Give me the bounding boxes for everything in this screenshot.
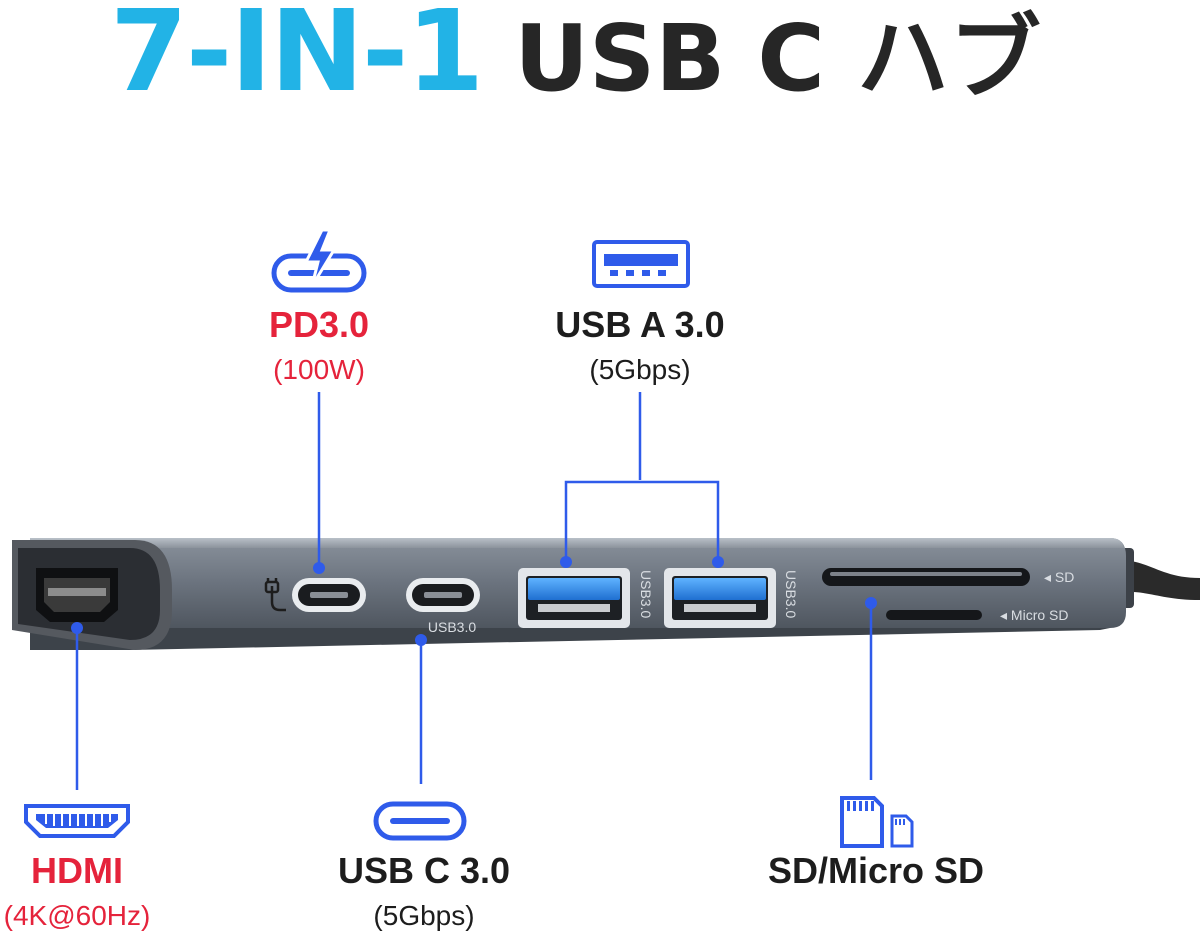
microsd-slot-printed-label: ◂ Micro SD [1000, 607, 1068, 623]
hdmi-label: HDMI (4K@60Hz) [4, 850, 151, 936]
power-plug-icon [264, 578, 286, 612]
sd-slot-printed-label: ◂ SD [1044, 569, 1074, 585]
usb-c-icon [373, 801, 467, 841]
sd-name: SD/Micro SD [767, 850, 985, 891]
usba-port-1 [518, 568, 630, 628]
usbc-leader-dot [415, 634, 427, 646]
usbc-port-printed-label: USB3.0 [428, 619, 476, 635]
usba-port-2 [664, 568, 776, 628]
usba-leader-line-branch [564, 480, 720, 560]
pd-label: PD3.0 (100W) [269, 304, 369, 390]
microsd-slot [886, 610, 982, 620]
usba-leader-dot-2 [712, 556, 724, 568]
title-accent: 7-IN-1 [110, 0, 484, 117]
sd-leader-dot [865, 597, 877, 609]
usbc-port [406, 578, 480, 612]
microsd-card-icon [890, 814, 914, 848]
usba-port-printed-label-1: USB3.0 [638, 570, 654, 618]
usbc-label: USB C 3.0 (5Gbps) [338, 850, 510, 936]
usbc-name: USB C 3.0 [337, 850, 511, 891]
usbc-lightning-icon [271, 228, 367, 293]
usba-name: USB A 3.0 [555, 304, 725, 345]
hdmi-icon [24, 804, 130, 838]
hdmi-port [12, 540, 172, 650]
pd-spec: (100W) [273, 354, 365, 385]
hdmi-leader-dot [71, 622, 83, 634]
pd-port [264, 578, 366, 612]
sd-card-icon [840, 796, 884, 848]
sd-label: SD/Micro SD [768, 850, 984, 892]
hdmi-name: HDMI [31, 850, 123, 891]
usba-port-printed-label-2: USB3.0 [783, 570, 799, 618]
sd-slot [822, 568, 1030, 586]
usba-spec: (5Gbps) [589, 354, 691, 385]
pd-name: PD3.0 [268, 304, 370, 345]
usba-label: USB A 3.0 (5Gbps) [555, 304, 724, 390]
usb-a-icon [592, 240, 690, 288]
leader-lines [71, 392, 877, 790]
title-main: USB C ハブ [514, 5, 1041, 112]
usbc-spec: (5Gbps) [373, 900, 475, 931]
hdmi-spec: (4K@60Hz) [3, 900, 151, 931]
usba-leader-dot-1 [560, 556, 572, 568]
pd-leader-dot [313, 562, 325, 574]
